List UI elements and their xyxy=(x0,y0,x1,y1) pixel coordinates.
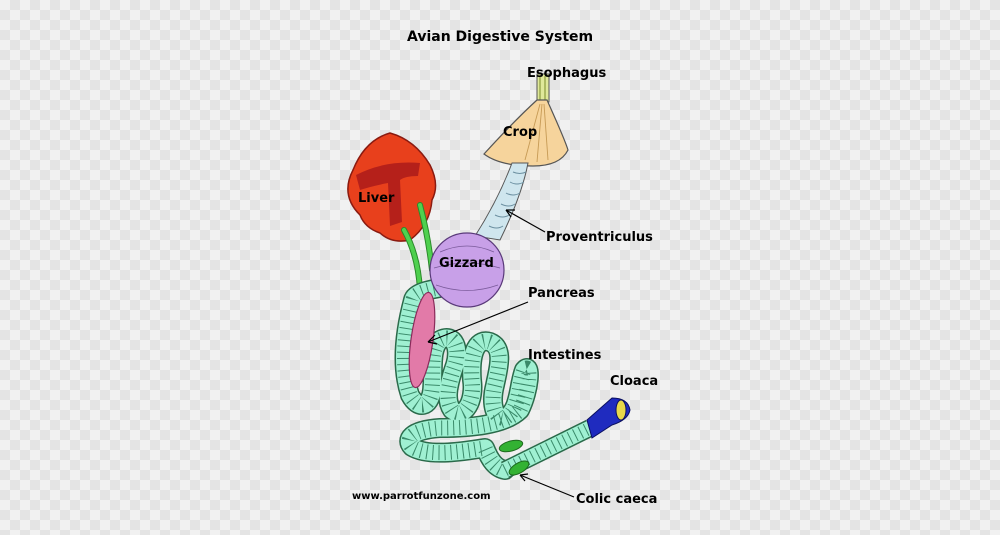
label-gizzard: Gizzard xyxy=(439,256,494,271)
label-esophagus: Esophagus xyxy=(527,66,607,81)
proventriculus-arrowhead xyxy=(505,209,515,218)
gizzard-texture xyxy=(433,245,501,291)
pancreas-pointer xyxy=(427,301,529,343)
diagram-title: Avian Digestive System xyxy=(407,29,594,45)
liver-vessel xyxy=(356,162,420,226)
proventriculus-ribs xyxy=(488,171,527,229)
proventriculus-shape xyxy=(474,162,529,241)
label-colic-caeca: Colic caeca xyxy=(576,492,658,507)
label-intestines: Intestines xyxy=(528,348,602,363)
colic-caeca-pointer xyxy=(519,474,575,498)
credit-url: www.parrotfunzone.com xyxy=(352,491,491,502)
esophagus-shape xyxy=(536,73,550,103)
cloaca-opening xyxy=(615,399,627,421)
colic-caeca-arrowhead xyxy=(519,473,529,482)
crop-ridges xyxy=(524,103,549,163)
label-crop: Crop xyxy=(503,125,538,140)
proventriculus-pointer xyxy=(505,209,546,233)
label-proventriculus: Proventriculus xyxy=(546,230,653,245)
intestine-texture xyxy=(396,275,537,478)
pointer-lines xyxy=(427,209,575,498)
pancreas-shape xyxy=(408,291,436,389)
label-pancreas: Pancreas xyxy=(528,286,595,301)
label-liver: Liver xyxy=(358,191,395,206)
colic-caeca-shape xyxy=(498,439,530,476)
label-cloaca: Cloaca xyxy=(610,374,659,389)
pancreas-arrowhead xyxy=(427,334,438,345)
